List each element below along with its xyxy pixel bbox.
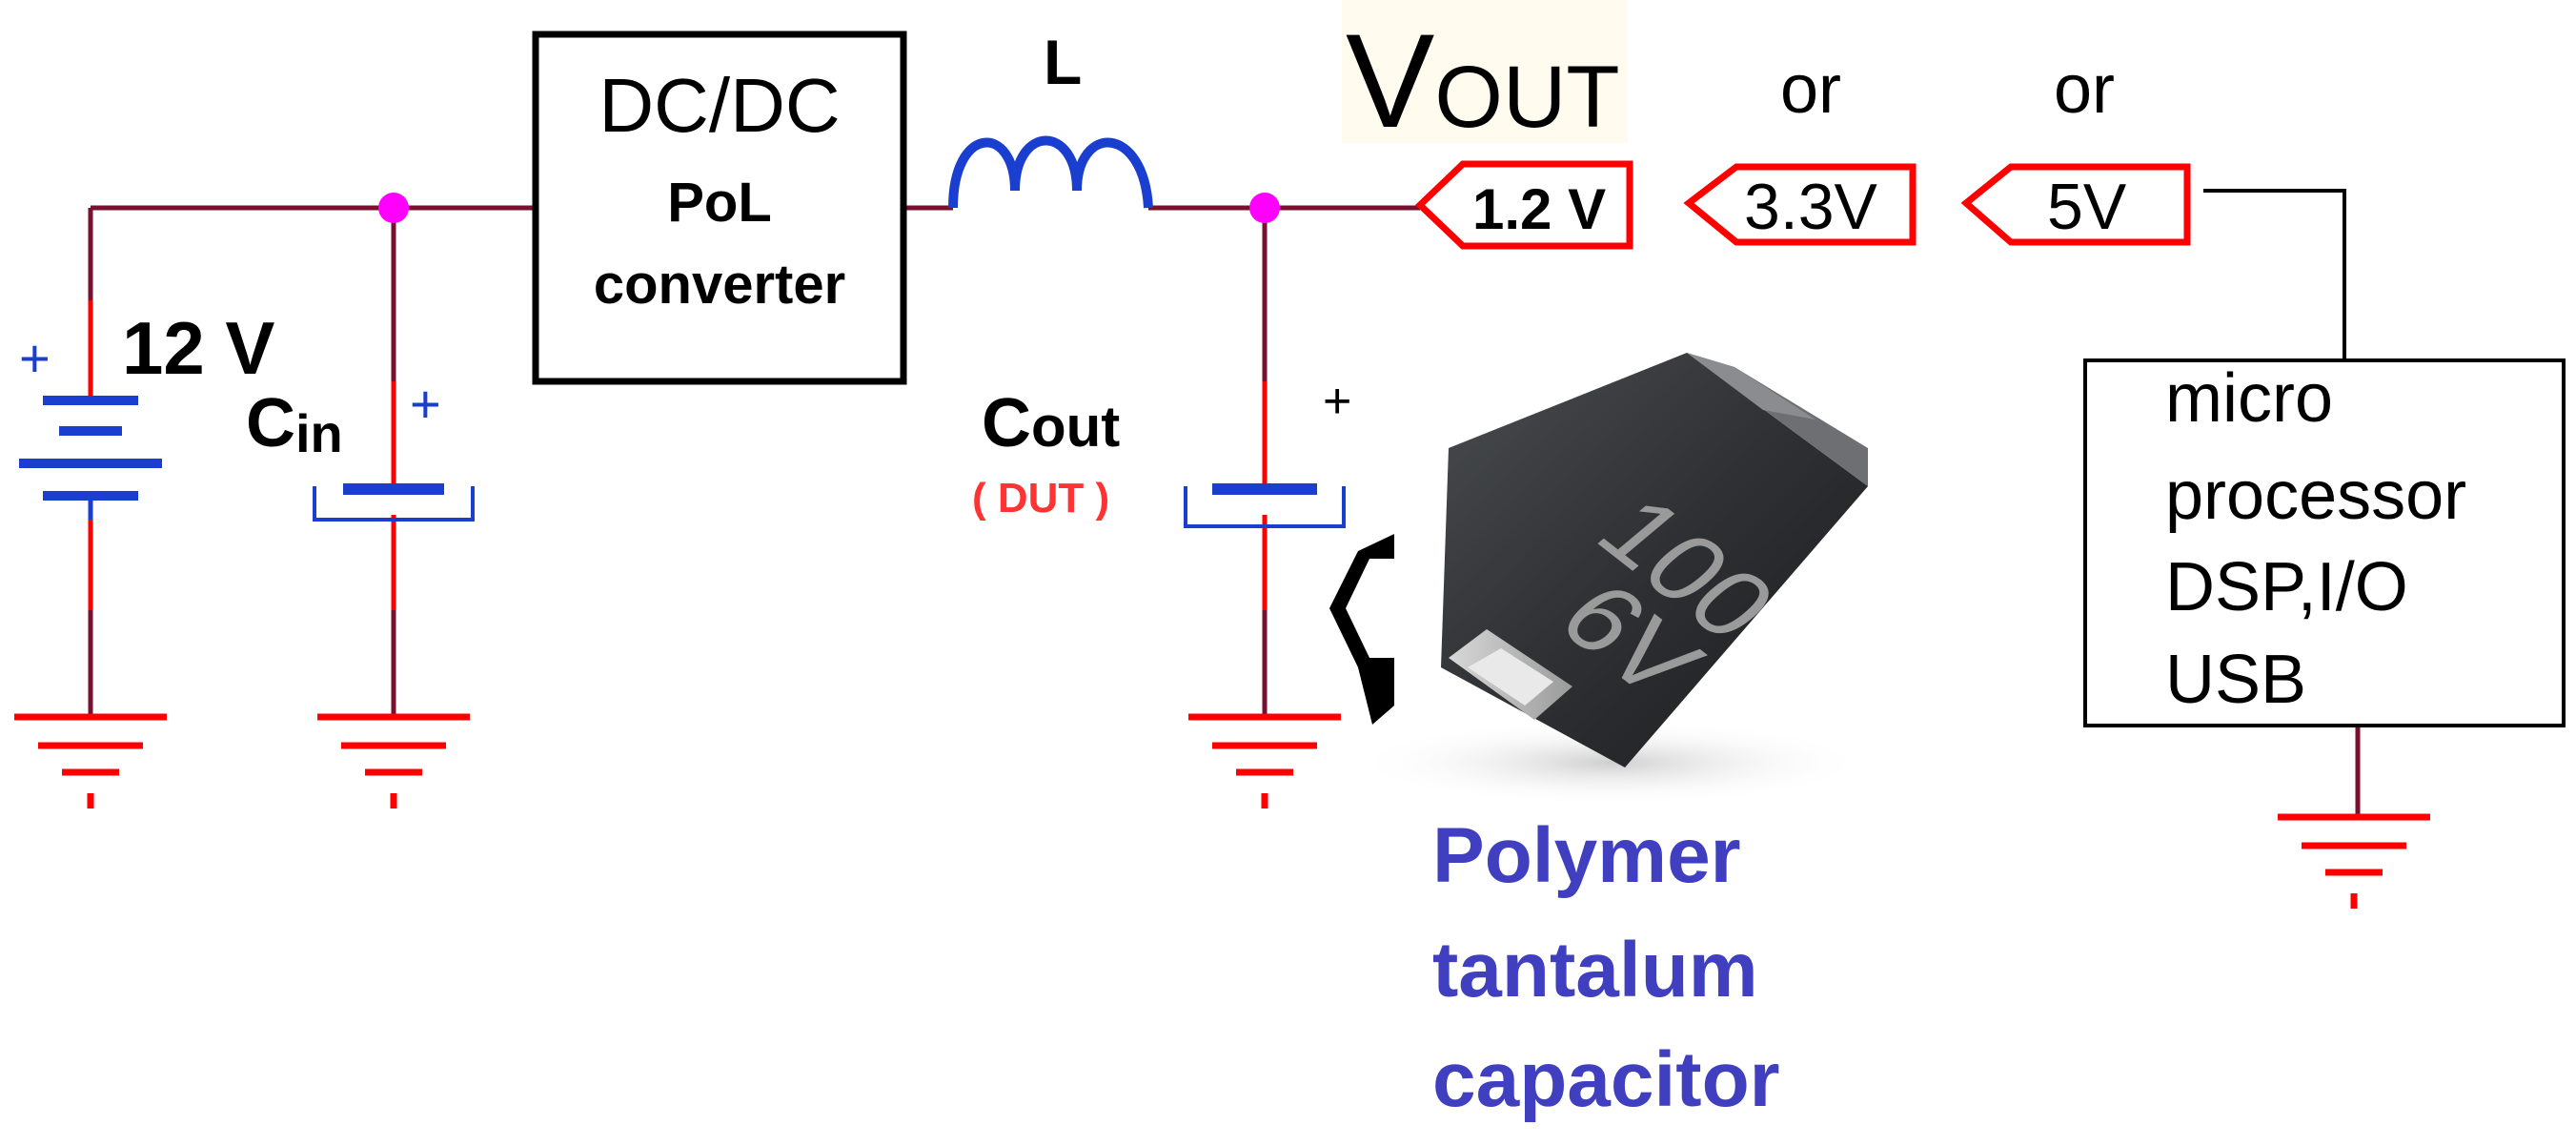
load-label-3: DSP,I/O	[2165, 549, 2408, 625]
load-box	[2083, 358, 2566, 727]
inductor-label: L	[1044, 27, 1082, 97]
converter-box	[532, 31, 907, 385]
or-label-2: or	[2054, 51, 2115, 128]
svg-text:3.3V: 3.3V	[1744, 171, 1878, 243]
ground-cout	[1188, 713, 1341, 808]
inductor-coil	[948, 135, 1153, 209]
wires	[88, 205, 2361, 815]
svg-text:1.2 V: 1.2 V	[1472, 177, 1606, 241]
cout-label: Cout	[982, 385, 1120, 461]
voltage-tag-3: 5V	[1960, 163, 2191, 246]
caption-line-2: tantalum	[1432, 927, 1758, 1013]
cout-dut-label: ( DUT )	[972, 475, 1109, 522]
vout-label: VOUT	[1346, 6, 1620, 155]
converter-title: DC/DC	[598, 63, 840, 148]
converter-label: converter	[594, 254, 845, 316]
voltage-tag-1: 1.2 V	[1414, 160, 1633, 250]
cin-label: Cin	[246, 385, 343, 463]
converter-pol: PoL	[667, 172, 772, 234]
ground-load	[2278, 813, 2430, 909]
or-label-1: or	[1780, 51, 1841, 128]
battery-symbol	[19, 396, 162, 520]
junction-output	[1249, 193, 1280, 223]
cin-plus: +	[410, 374, 441, 434]
cin-symbol	[313, 483, 475, 522]
wire-to-load	[2203, 189, 2346, 360]
voltage-tag-2: 3.3V	[1683, 163, 1917, 246]
svg-text:5V: 5V	[2047, 171, 2127, 243]
load-label-1: micro	[2165, 360, 2333, 437]
caption-line-3: capacitor	[1432, 1036, 1780, 1123]
battery-voltage: 12 V	[122, 306, 274, 390]
cout-plus: +	[1323, 374, 1351, 429]
pointer-arrow-icon	[1329, 534, 1394, 725]
cout-symbol	[1184, 483, 1346, 528]
junction-input	[378, 193, 409, 223]
caption-line-1: Polymer	[1432, 812, 1741, 899]
ground-battery	[14, 713, 167, 808]
ground-cin	[317, 713, 470, 808]
battery-plus: +	[19, 328, 51, 388]
vout-label-bg	[1342, 0, 1628, 143]
load-label-4: USB	[2165, 642, 2306, 718]
red-leads	[88, 300, 1268, 610]
load-label-2: processor	[2165, 458, 2466, 534]
tantalum-capacitor-image: 100 6V	[1353, 353, 1868, 806]
